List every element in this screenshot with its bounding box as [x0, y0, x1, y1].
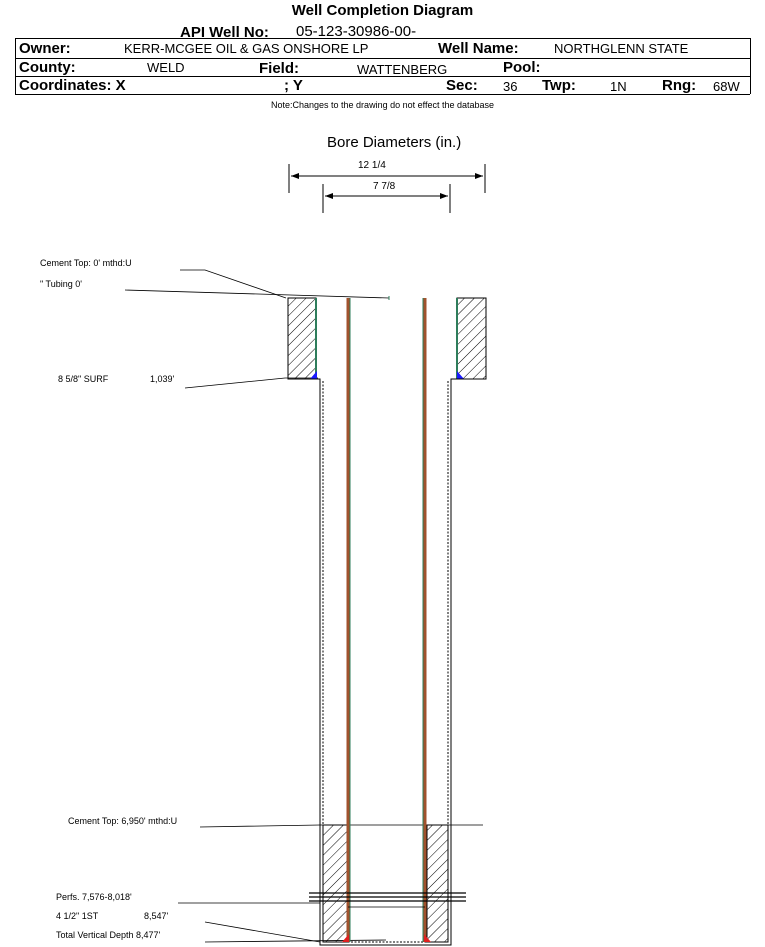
page-title: Well Completion Diagram: [291, 2, 474, 19]
surface-cement-left: [287, 297, 317, 380]
county-value: WELD: [147, 60, 185, 75]
well-name-label: Well Name:: [438, 40, 519, 57]
sec-value: 36: [503, 79, 518, 94]
api-label: API Well No:: [180, 24, 269, 41]
production-cement-right: [426, 824, 449, 943]
pool-label: Pool:: [503, 59, 541, 76]
owner-value: KERR-MCGEE OIL & GAS ONSHORE LP: [124, 41, 369, 56]
surface-casing-label: 8 5/8" SURF: [58, 374, 109, 384]
twp-label: Twp:: [542, 77, 576, 94]
open-hole-walls: [288, 378, 486, 946]
surface-shoe-left: [310, 371, 317, 379]
outer-diameter-label: 12 1/4: [358, 160, 386, 171]
total-vertical-depth-label: Total Vertical Depth 8,477': [56, 930, 161, 940]
production-casing-label: 4 1/2" 1ST: [56, 911, 99, 921]
production-casing-depth: 8,547': [144, 911, 169, 921]
header-border-right: [750, 38, 751, 94]
rng-value: 68W: [713, 79, 740, 94]
tubing-label: " Tubing 0': [40, 279, 82, 289]
surface-casing-depth: 1,039': [150, 374, 175, 384]
cement-top-leader: [180, 269, 287, 299]
header-rule: [15, 38, 750, 39]
production-cement-left: [322, 824, 348, 943]
bore-diameters-title: Bore Diameters (in.): [327, 134, 462, 151]
note-text: Note:Changes to the drawing do not effec…: [271, 100, 494, 110]
dimension-lines: [288, 164, 486, 213]
coordinate-y-label: ; Y: [284, 77, 303, 94]
tubing-leader: [124, 289, 390, 299]
sec-label: Sec:: [446, 77, 478, 94]
header-rule: [15, 58, 750, 59]
tvd-leader: [204, 939, 387, 943]
surface-shoe-right: [457, 371, 464, 379]
perforations: [309, 892, 466, 902]
well-name-value: NORTHGLENN STATE: [554, 41, 689, 56]
inner-diameter-label: 7 7/8: [373, 181, 396, 192]
production-shoe-left: [342, 934, 349, 942]
owner-label: Owner:: [19, 40, 71, 57]
production-casing-leader: [204, 921, 321, 943]
header-rule: [15, 94, 750, 95]
perforations-label: Perfs. 7,576-8,018': [56, 892, 132, 902]
surface-cement-right: [456, 297, 487, 380]
field-value: WATTENBERG: [357, 62, 448, 77]
api-value: 05-123-30986-00-: [296, 23, 417, 40]
production-shoe-right: [424, 934, 431, 942]
header-rule: [15, 76, 750, 77]
county-label: County:: [19, 59, 76, 76]
rng-label: Rng:: [662, 77, 697, 94]
field-label: Field:: [259, 60, 299, 77]
cement-top-production-label: Cement Top: 6,950' mthd:U: [68, 816, 178, 826]
twp-value: 1N: [610, 79, 627, 94]
header-border-left: [15, 38, 16, 94]
cement-top-surface-label: Cement Top: 0' mthd:U: [40, 258, 132, 268]
coordinates-label: Coordinates: X: [19, 77, 126, 94]
